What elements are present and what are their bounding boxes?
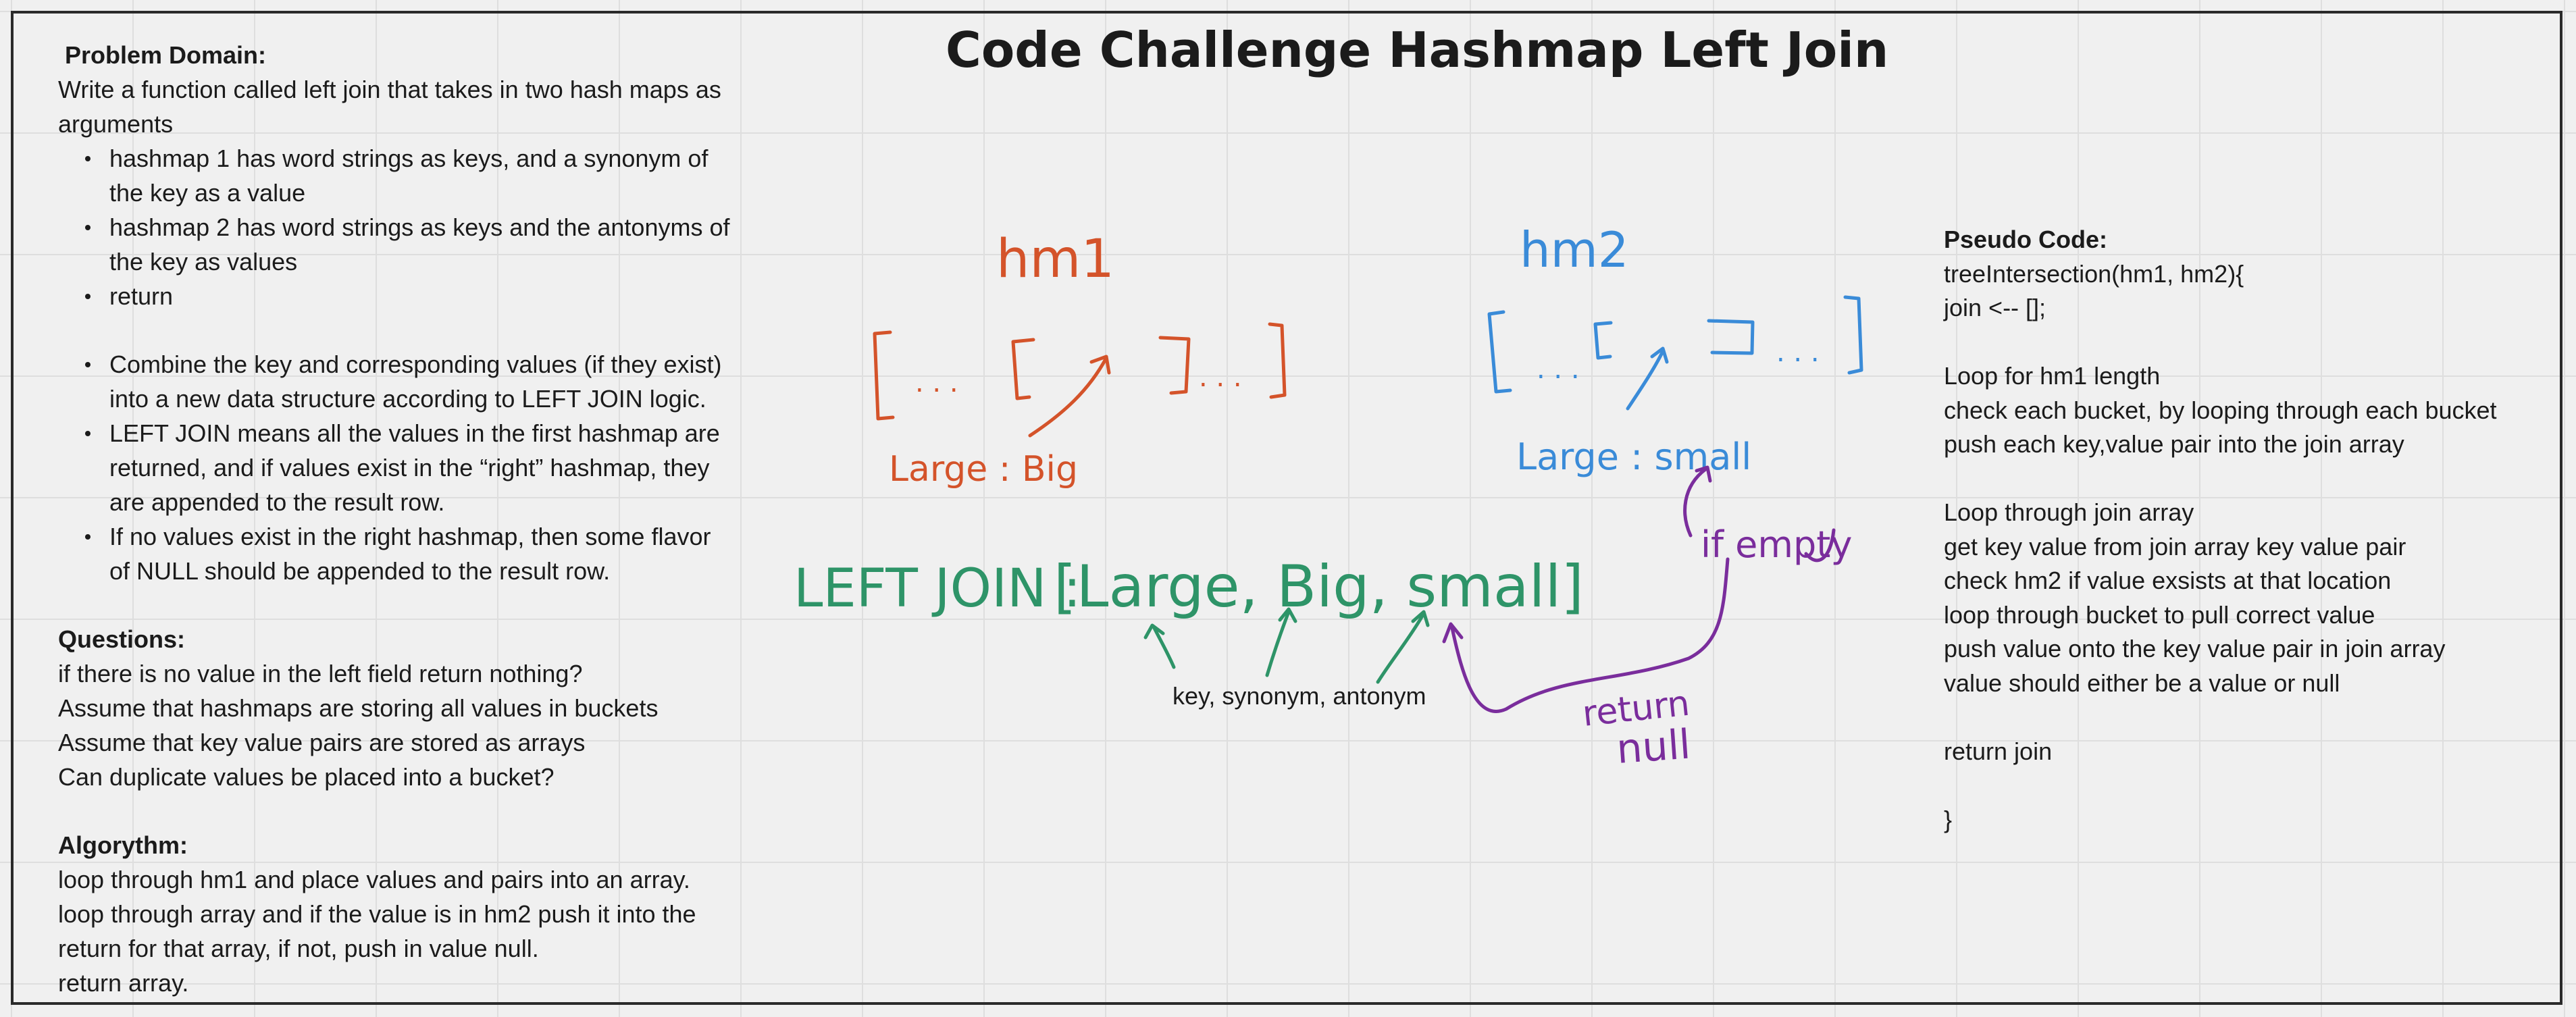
question-line: Assume that hashmaps are storing all val…: [58, 694, 659, 722]
algorithm-line: loop through hm1 and place values and pa…: [58, 866, 690, 893]
pseudo-code-line: check each bucket, by looping through ea…: [1944, 396, 2497, 424]
pseudo-code-line: get key value from join array key value …: [1944, 532, 2406, 560]
bullet-line: of NULL should be appended to the result…: [109, 557, 611, 585]
question-line: Assume that key value pairs are stored a…: [58, 729, 586, 756]
pseudo-code-line: check hm2 if value exsists at that locat…: [1944, 567, 2392, 594]
pseudo-code-column: Pseudo Code: treeIntersection(hm1, hm2){…: [1944, 223, 2552, 837]
problem-bullets-2: Combine the key and corresponding values…: [58, 347, 767, 588]
questions-heading: Questions:: [58, 625, 186, 653]
pseudo-code-line: Loop for hm1 length: [1944, 362, 2161, 390]
blank-line: [1944, 700, 2552, 735]
algorithm-line: return for that array, if not, push in v…: [58, 935, 539, 962]
blank-line: [1944, 325, 2552, 360]
page-title: Code Challenge Hashmap Left Join: [946, 22, 1889, 78]
bullet-line: hashmap 1 has word strings as keys, and …: [109, 145, 709, 172]
pseudo-code-line: }: [1944, 805, 1953, 833]
bullet-item: hashmap 1 has word strings as keys, and …: [58, 141, 767, 210]
pseudo-code-line: return join: [1944, 737, 2053, 765]
bullet-item: Combine the key and corresponding values…: [58, 347, 767, 416]
bullet-line: return: [109, 282, 174, 310]
diagram-note: key, synonym, antonym: [1173, 682, 1426, 710]
question-line: Can duplicate values be placed into a bu…: [58, 763, 555, 791]
pseudo-code-line: push value onto the key value pair in jo…: [1944, 635, 2446, 662]
pseudo-code-line: value should either be a value or null: [1944, 669, 2340, 697]
bullet-line: the key as a value: [109, 179, 306, 207]
pseudo-code-heading: Pseudo Code:: [1944, 226, 2108, 253]
pseudo-code-line: push each key,value pair into the join a…: [1944, 430, 2404, 458]
spacer: [58, 313, 767, 347]
spacer: [58, 794, 767, 828]
bullet-line: are appended to the result row.: [109, 488, 445, 516]
algorithm-line: return array.: [58, 969, 189, 997]
bullet-item: hashmap 2 has word strings as keys and t…: [58, 210, 767, 279]
bullet-line: Combine the key and corresponding values…: [109, 350, 722, 378]
problem-intro-line: Write a function called left join that t…: [58, 76, 721, 103]
bullet-line: hashmap 2 has word strings as keys and t…: [109, 213, 730, 241]
blank-line: [1944, 462, 2552, 496]
bullet-line: If no values exist in the right hashmap,…: [109, 523, 711, 550]
spacer: [58, 588, 767, 622]
question-line: if there is no value in the left field r…: [58, 660, 583, 687]
problem-bullets-1: hashmap 1 has word strings as keys, and …: [58, 141, 767, 313]
pseudo-code-lines: treeIntersection(hm1, hm2){ join <-- []; L…: [1944, 257, 2552, 837]
bullet-line: LEFT JOIN means all the values in the fi…: [109, 419, 720, 447]
blank-line: [1944, 768, 2552, 803]
whiteboard-frame: [11, 11, 2562, 1005]
bullet-line: returned, and if values exist in the “ri…: [109, 454, 710, 481]
bullet-item: LEFT JOIN means all the values in the fi…: [58, 416, 767, 519]
pseudo-code-line: join <-- [];: [1944, 294, 2046, 321]
bullet-line: into a new data structure according to L…: [109, 385, 706, 413]
bullet-item: return: [58, 279, 767, 313]
pseudo-code-line: loop through bucket to pull correct valu…: [1944, 600, 2375, 629]
algorithm-heading: Algorythm:: [58, 831, 188, 859]
problem-intro-line: arguments: [58, 110, 174, 138]
bullet-item: If no values exist in the right hashmap,…: [58, 519, 767, 588]
algorithm-line: loop through array and if the value is i…: [58, 900, 696, 928]
left-text-column: Problem Domain: Write a function called …: [58, 38, 767, 1000]
problem-domain-heading: Problem Domain:: [65, 41, 267, 69]
pseudo-code-line: treeIntersection(hm1, hm2){: [1944, 259, 2244, 288]
bullet-line: the key as values: [109, 248, 298, 276]
pseudo-code-line: Loop through join array: [1944, 498, 2194, 526]
